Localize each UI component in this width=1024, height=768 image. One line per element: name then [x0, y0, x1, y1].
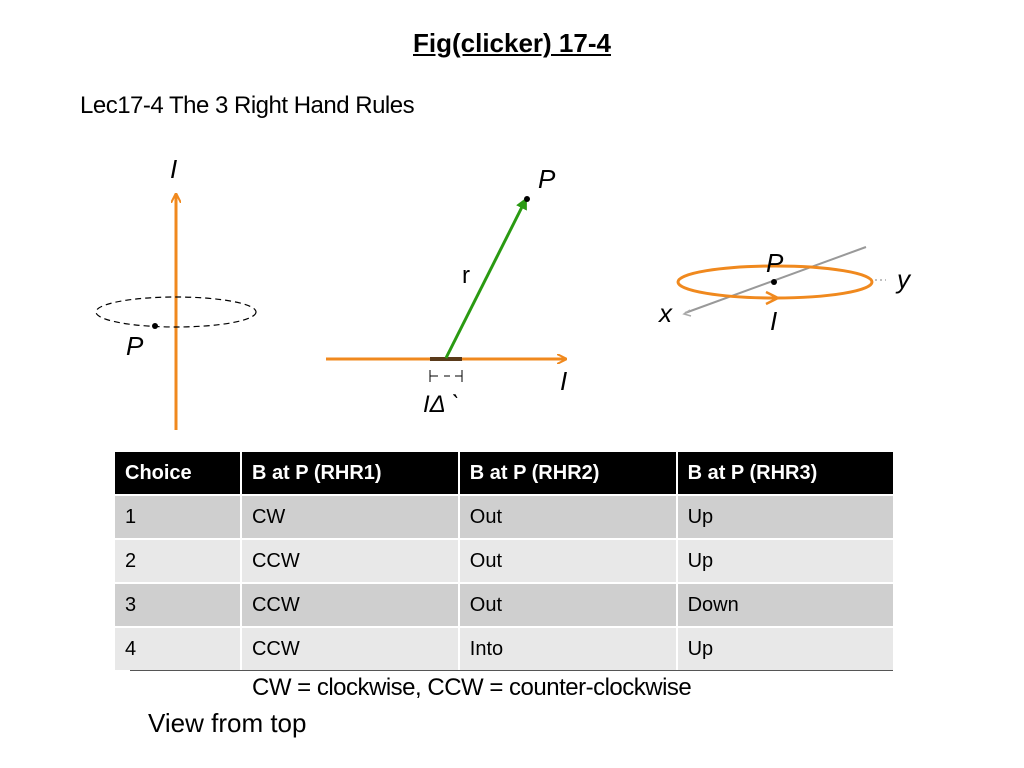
- current-loop: [676, 264, 874, 300]
- cell: 1: [115, 494, 242, 539]
- r-vector: [444, 197, 528, 359]
- table-row: 3 CCW Out Down: [115, 582, 893, 627]
- cell: Up: [676, 538, 893, 583]
- fig3-y-label: y: [897, 264, 910, 294]
- header-rhr1: B at P (RHR1): [240, 452, 460, 495]
- fig2-point-label: P: [538, 164, 556, 194]
- dashed-loop: [95, 296, 257, 328]
- cell: Out: [458, 582, 678, 627]
- fig3-current-label: I: [770, 306, 778, 336]
- fig2-segment-label: IΔ `: [423, 391, 460, 418]
- table-row: 1 CW Out Up: [115, 494, 893, 539]
- header-choice: Choice: [115, 452, 242, 495]
- cell: 2: [115, 538, 242, 583]
- choices-table: Choice B at P (RHR1) B at P (RHR2) B at …: [115, 452, 893, 670]
- divider: [130, 670, 893, 671]
- cell: Out: [458, 494, 678, 539]
- cell: Down: [676, 582, 893, 627]
- point-p-2: [524, 196, 530, 202]
- fig3-point-label: P: [766, 248, 784, 278]
- cell: CCW: [240, 582, 460, 627]
- table-header-row: Choice B at P (RHR1) B at P (RHR2) B at …: [115, 452, 893, 495]
- subtitle: Lec17-4 The 3 Right Hand Rules: [80, 92, 415, 119]
- cell: Up: [676, 626, 893, 670]
- legend-text: CW = clockwise, CCW = counter-clockwise: [252, 674, 692, 701]
- view-note: View from top: [148, 708, 307, 738]
- fig2-r-label: r: [462, 262, 470, 289]
- table-row: 2 CCW Out Up: [115, 538, 893, 583]
- point-p-1: [152, 323, 158, 329]
- cell: CCW: [240, 626, 460, 670]
- cell: Into: [458, 626, 678, 670]
- point-p-3: [771, 279, 777, 285]
- fig1-point-label: P: [126, 331, 144, 361]
- cell: Up: [676, 494, 893, 539]
- segment-bracket: [429, 370, 463, 382]
- header-rhr2: B at P (RHR2): [458, 452, 678, 495]
- header-rhr3: B at P (RHR3): [676, 452, 893, 495]
- page-title: Fig(clicker) 17-4: [413, 28, 611, 58]
- loop-arrow-head: [765, 290, 781, 306]
- cell: Out: [458, 538, 678, 583]
- cell: 3: [115, 582, 242, 627]
- fig3-x-label: x: [659, 298, 672, 328]
- cell: CCW: [240, 538, 460, 583]
- cell: 4: [115, 626, 242, 670]
- fig2-current-label: I: [560, 366, 568, 396]
- rhr-diagrams: [95, 0, 886, 430]
- fig1-current-label: I: [170, 154, 178, 184]
- table-row: 4 CCW Into Up: [115, 626, 893, 670]
- cell: CW: [240, 494, 460, 539]
